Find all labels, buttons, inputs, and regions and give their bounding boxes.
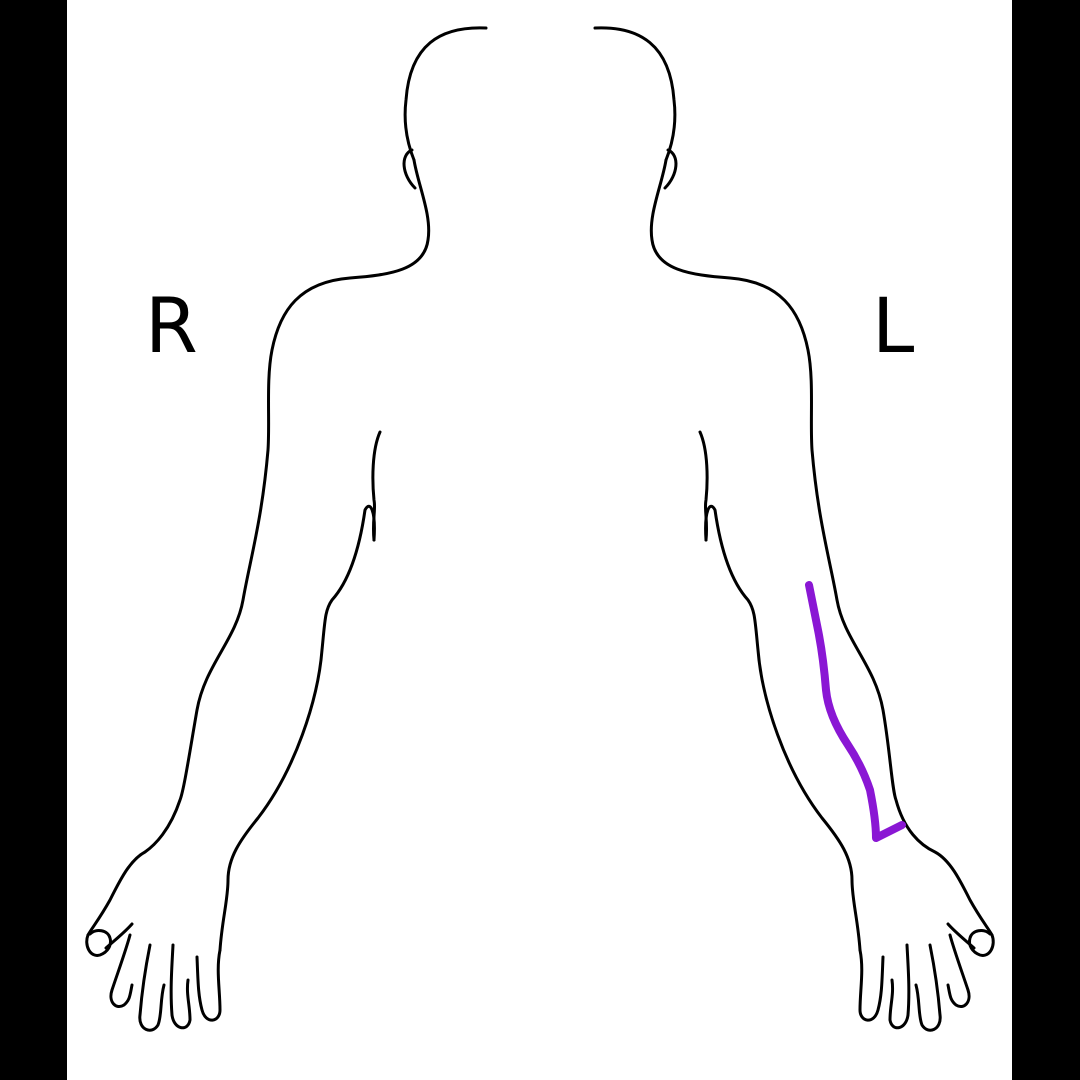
left-side-label: L xyxy=(872,281,914,370)
torso-outline-right xyxy=(86,158,431,937)
ear-left xyxy=(663,148,678,190)
right-side-label: R xyxy=(145,281,198,370)
thumb-right xyxy=(85,922,134,957)
head-outline-left xyxy=(593,26,677,162)
torso-outline-left xyxy=(649,158,994,937)
fingers-right xyxy=(109,933,222,1032)
left-frame-bar xyxy=(0,0,67,1080)
armpit-left xyxy=(698,430,709,542)
thumb-left xyxy=(946,922,995,957)
fingers-left xyxy=(858,933,971,1032)
head-outline-right xyxy=(403,26,488,162)
inner-arm-right xyxy=(218,504,376,952)
armpit-right xyxy=(371,430,382,542)
body-outline-icon xyxy=(85,26,995,1032)
ear-right xyxy=(402,148,417,190)
marking-stroke-icon xyxy=(805,581,906,842)
inner-arm-left xyxy=(704,504,862,952)
right-frame-bar xyxy=(1012,0,1080,1080)
